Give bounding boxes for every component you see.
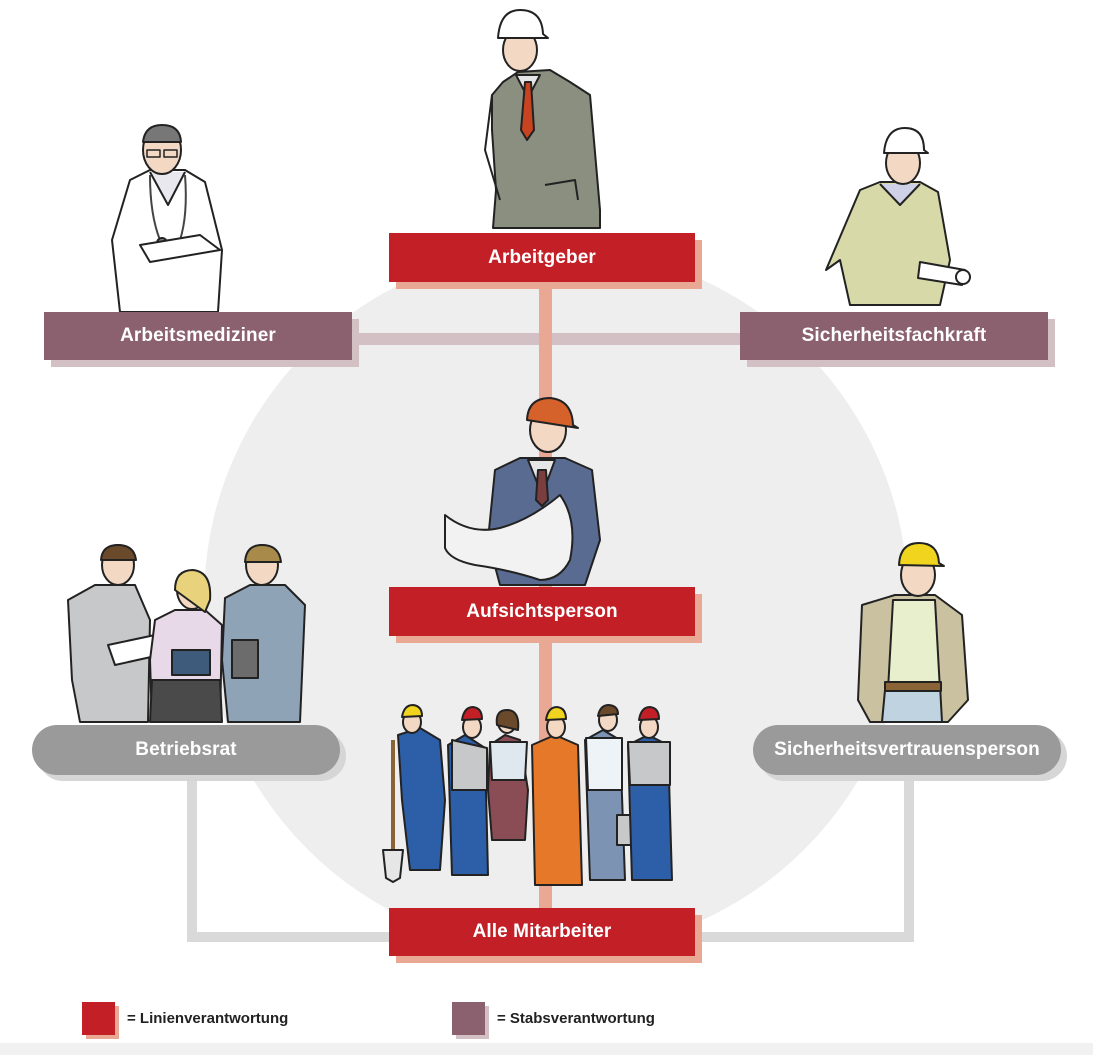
node-alle-mitarbeiter: Alle Mitarbeiter xyxy=(389,908,695,956)
employer-figure xyxy=(484,9,601,229)
bottom-strip xyxy=(0,1043,1093,1055)
node-arbeitgeber: Arbeitgeber xyxy=(389,233,695,282)
legend-swatch-linie xyxy=(82,1002,115,1035)
works-council-figures xyxy=(67,544,306,723)
node-sicherheitsvertrauensperson: Sicherheitsvertrauensperson xyxy=(753,725,1061,775)
doctor-figure xyxy=(111,124,223,313)
legend-label-linie: = Linienverantwortung xyxy=(127,1010,289,1027)
workers-figures xyxy=(382,704,673,886)
node-aufsichtsperson: Aufsichtsperson xyxy=(389,587,695,636)
node-arbeitsmediziner: Arbeitsmediziner xyxy=(44,312,352,360)
supervisor-figure xyxy=(444,397,601,586)
safety-representative-figure xyxy=(857,542,969,723)
neutral-connectors xyxy=(187,778,914,942)
legend-label-stab: = Stabsverantwortung xyxy=(497,1010,655,1027)
safety-specialist-figure xyxy=(825,127,971,306)
node-betriebsrat: Betriebsrat xyxy=(32,725,340,775)
legend-swatch-stab xyxy=(452,1002,485,1035)
node-sicherheitsfachkraft: Sicherheitsfachkraft xyxy=(740,312,1048,360)
